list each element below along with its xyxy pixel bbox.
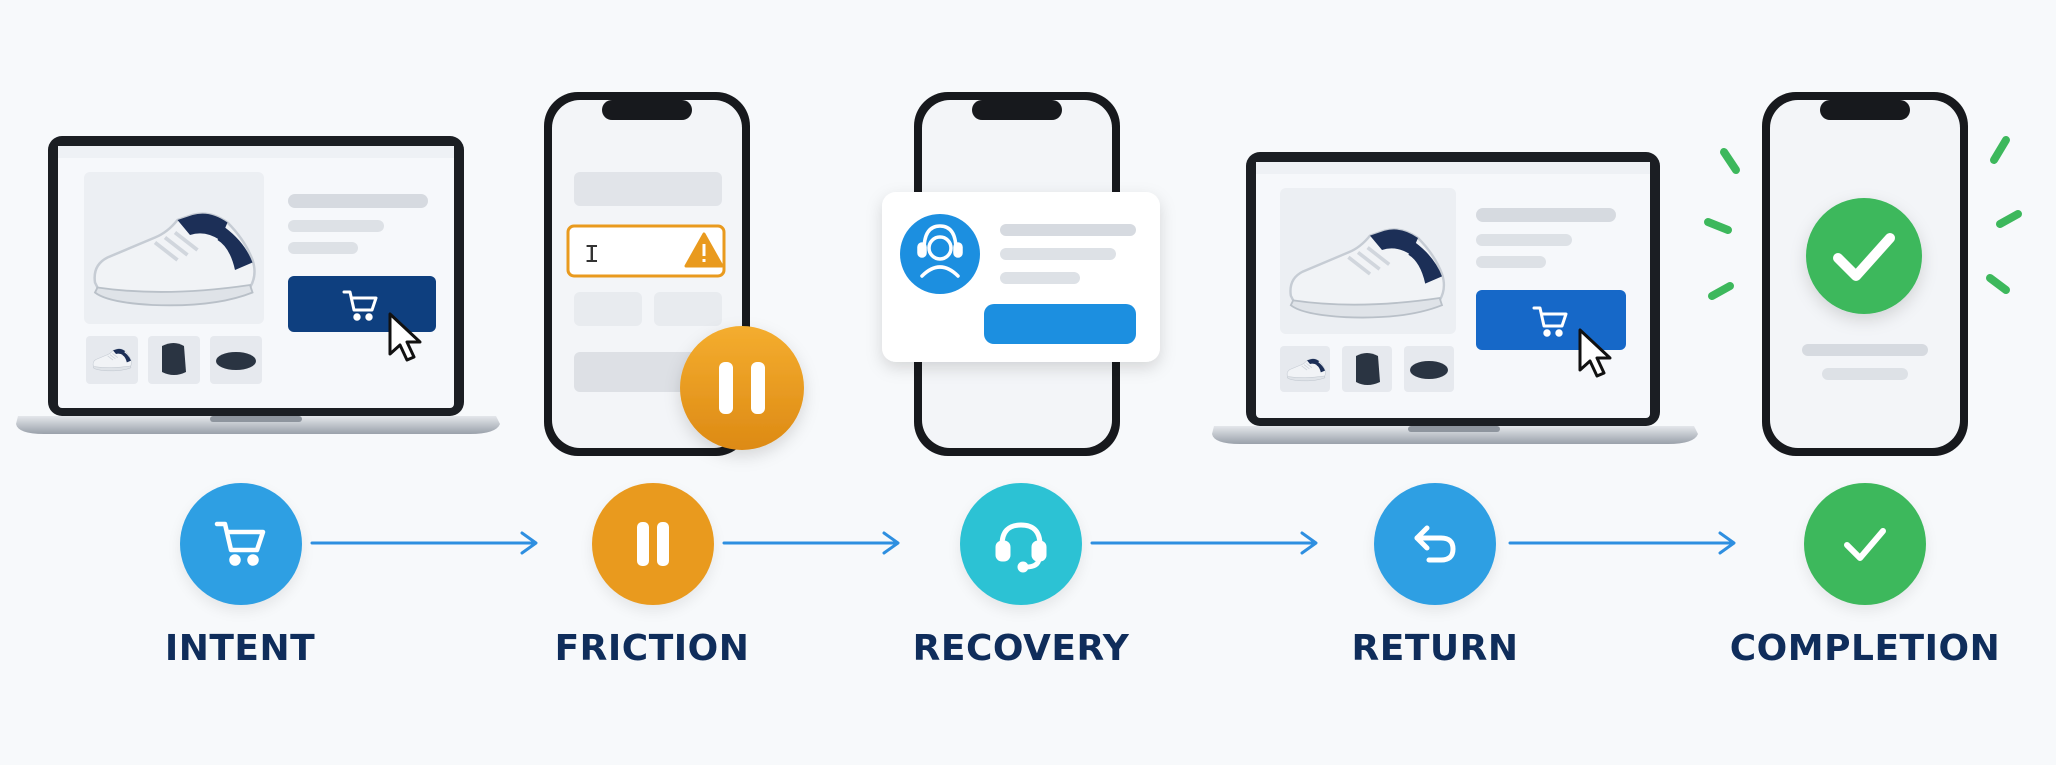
recovery-phone (882, 92, 1160, 456)
pause-badge (680, 326, 804, 450)
celebration-sparks (1704, 136, 2022, 300)
step-return-circle (1374, 483, 1496, 605)
step-completion-circle (1804, 483, 1926, 605)
step-friction-circle (592, 483, 714, 605)
step-intent-circle (180, 483, 302, 605)
step-label-recovery: RECOVERY (912, 628, 1130, 669)
return-add-to-cart-button[interactable] (1476, 290, 1626, 350)
error-input-field[interactable] (566, 224, 726, 278)
step-label-completion: COMPLETION (1729, 628, 2001, 669)
success-check-badge (1806, 198, 1922, 314)
add-to-cart-button[interactable] (288, 276, 436, 332)
pause-icon (637, 522, 669, 566)
cart-icon (1532, 306, 1568, 337)
chat-action-button[interactable] (984, 304, 1136, 344)
step-recovery-circle (960, 483, 1082, 605)
intent-laptop (16, 136, 500, 434)
warning-icon (684, 232, 724, 268)
step-label-return: RETURN (1351, 628, 1519, 669)
completion-phone (1704, 92, 2022, 456)
headset-icon (995, 522, 1047, 573)
text-cursor-icon: I (584, 240, 600, 270)
support-chat-card (882, 192, 1160, 362)
friction-phone: I (544, 92, 804, 456)
cart-icon (342, 290, 378, 321)
checkmark-icon (1844, 528, 1886, 561)
cart-icon (214, 521, 266, 566)
step-label-intent: INTENT (164, 628, 316, 669)
support-agent-icon (917, 224, 963, 278)
return-arrow-icon (1414, 525, 1456, 563)
step-label-friction: FRICTION (554, 628, 750, 669)
flow-arrows (310, 531, 1736, 555)
return-laptop (1212, 152, 1698, 444)
